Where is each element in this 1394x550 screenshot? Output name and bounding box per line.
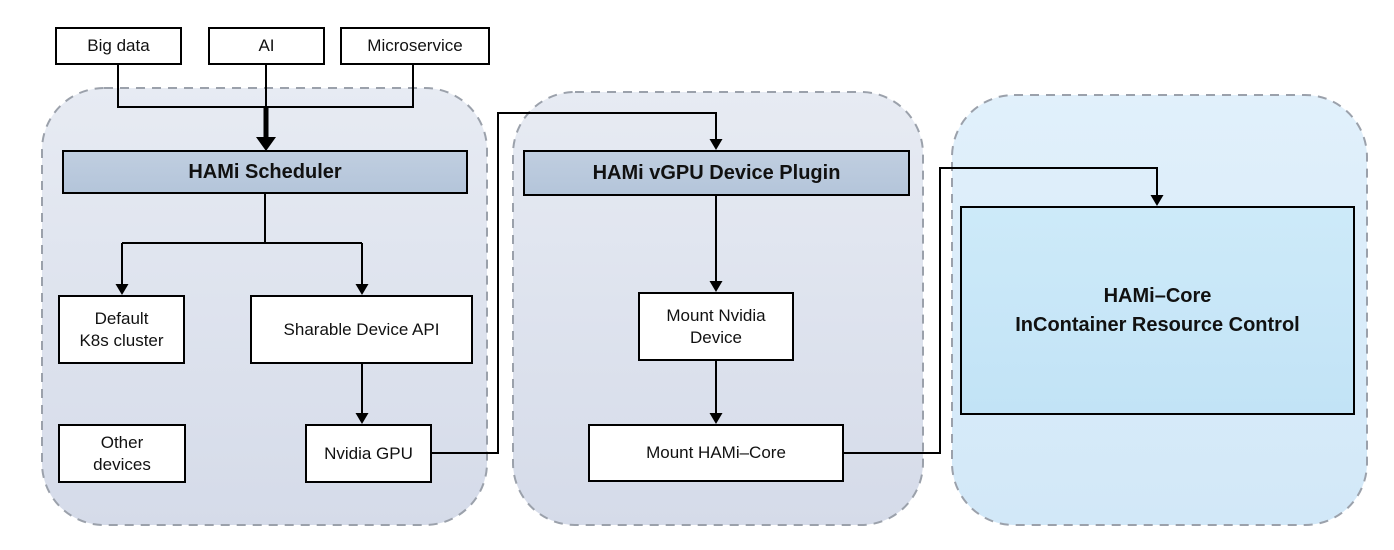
node-microservice-label: Microservice <box>367 36 463 56</box>
node-ai-label: AI <box>258 36 275 56</box>
node-nvidia-gpu: Nvidia GPU <box>305 424 432 483</box>
node-default-k8s-line2: K8s cluster <box>79 330 164 350</box>
node-other-devices-line1: Other <box>100 433 144 453</box>
node-mount-nvidia-device: Mount Nvidia Device <box>638 292 794 361</box>
node-hami-scheduler: HAMi Scheduler <box>62 150 468 194</box>
node-hami-vgpu-device-plugin: HAMi vGPU Device Plugin <box>523 150 910 196</box>
node-mount-hami-core-label: Mount HAMi–Core <box>646 443 786 463</box>
arrowhead-mount-hami-core <box>709 413 723 424</box>
node-sharable-device-api: Sharable Device API <box>250 295 473 364</box>
arrowhead-sharable-api <box>355 284 369 295</box>
node-hami-core-line1: HAMi–Core <box>1103 284 1212 307</box>
node-mount-nvidia-line2: Device <box>690 327 742 347</box>
arrowhead-mount-nvidia <box>709 281 723 292</box>
arrowhead-nvidia-gpu <box>355 413 369 424</box>
node-nvidia-gpu-label: Nvidia GPU <box>324 443 413 463</box>
arrowhead-device-plugin <box>709 139 723 150</box>
node-hami-core-line2: InContainer Resource Control <box>1015 313 1300 336</box>
node-other-devices: Other devices <box>58 424 186 483</box>
node-hami-scheduler-label: HAMi Scheduler <box>188 160 342 183</box>
node-microservice: Microservice <box>340 27 490 65</box>
node-other-devices-line2: devices <box>93 454 151 474</box>
node-hami-core-incontainer: HAMi–Core InContainer Resource Control <box>960 206 1355 415</box>
node-big-data: Big data <box>55 27 182 65</box>
connector-gpu-to-plugin <box>432 112 717 454</box>
connector-mount-core-to-core <box>844 167 1158 454</box>
node-mount-nvidia-line1: Mount Nvidia <box>666 306 766 326</box>
arrowhead-scheduler <box>256 137 276 151</box>
node-default-k8s-line1: Default <box>94 309 149 329</box>
arrowhead-default-k8s <box>115 284 129 295</box>
arrowhead-hami-core <box>1150 195 1164 206</box>
node-sharable-device-api-label: Sharable Device API <box>283 319 440 339</box>
node-default-k8s-cluster: Default K8s cluster <box>58 295 185 364</box>
node-big-data-label: Big data <box>87 36 150 56</box>
node-ai: AI <box>208 27 325 65</box>
node-hami-vgpu-device-plugin-label: HAMi vGPU Device Plugin <box>592 161 841 184</box>
node-mount-hami-core: Mount HAMi–Core <box>588 424 844 482</box>
